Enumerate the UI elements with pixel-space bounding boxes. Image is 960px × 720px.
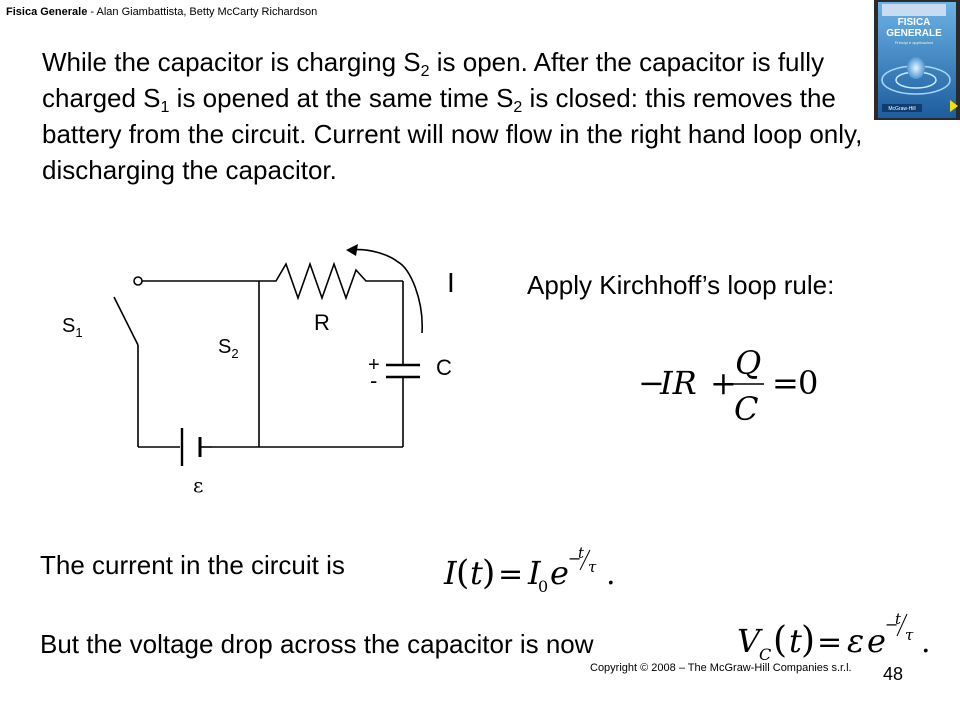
switch-s1-contact: [133, 276, 143, 286]
svg-text:.: .: [606, 557, 616, 592]
slide-header: Fisica Generale - Alan Giambattista, Bet…: [6, 6, 317, 18]
cover-title-1: FISICA: [898, 17, 931, 28]
label-minus: -: [370, 368, 377, 393]
svg-text:t: t: [789, 622, 802, 660]
svg-text:t: t: [895, 610, 902, 628]
svg-text:C: C: [734, 390, 758, 428]
cover-subtitle: Principi e applicazioni: [895, 40, 934, 45]
svg-text:(: (: [773, 620, 787, 661]
intro-paragraph: While the capacitor is charging S2 is op…: [42, 47, 863, 185]
svg-text:τ: τ: [588, 558, 597, 576]
svg-text:=: =: [498, 557, 523, 592]
svg-text:): ): [482, 553, 495, 593]
svg-text:(: (: [456, 553, 469, 593]
svg-text:I: I: [527, 554, 542, 592]
rc-circuit-diagram: S1 S2 R C + - I ε: [62, 244, 455, 497]
svg-text:IR: IR: [659, 364, 697, 402]
svg-text:t: t: [470, 554, 483, 592]
resistor-r: [268, 261, 403, 301]
play-arrow-icon: [950, 100, 958, 112]
current-arrow: [349, 248, 423, 334]
svg-text:e: e: [867, 622, 886, 660]
svg-text:e: e: [550, 554, 569, 592]
svg-text:0: 0: [798, 364, 818, 402]
svg-text:I: I: [443, 554, 458, 592]
current-label: The current in the circuit is: [40, 550, 345, 580]
label-current-i: I: [447, 267, 455, 298]
water-drop: [907, 57, 925, 79]
cover-title-2: GENERALE: [886, 28, 942, 39]
voltage-label: But the voltage drop across the capacito…: [40, 629, 594, 659]
cover-publisher: McGraw-Hill: [888, 106, 915, 112]
book-cover-image: FISICA GENERALE Principi e applicazioni …: [874, 0, 960, 120]
page-number: 48: [883, 664, 904, 684]
svg-text:Q: Q: [735, 344, 761, 382]
svg-text:t: t: [578, 544, 585, 562]
svg-text:τ: τ: [905, 626, 914, 644]
svg-text:−: −: [638, 364, 665, 402]
svg-text:=: =: [772, 364, 799, 402]
label-s1: S1: [62, 315, 83, 340]
svg-text:ε: ε: [847, 622, 864, 660]
label-emf: ε: [193, 473, 203, 497]
svg-text:−: −: [885, 615, 898, 634]
voltage-equation: V C ( t ) = ε e − t τ .: [737, 610, 931, 664]
copyright-notice: Copyright © 2008 – The McGraw-Hill Compa…: [590, 662, 852, 674]
svg-text:+: +: [710, 364, 737, 402]
svg-text:−: −: [568, 549, 581, 568]
label-plus: +: [368, 354, 380, 376]
current-arrowhead-icon: [346, 244, 358, 256]
svg-text:C: C: [759, 645, 771, 664]
svg-text:V: V: [737, 622, 763, 660]
kirchhoff-label: Apply Kirchhoff’s loop rule:: [527, 270, 835, 300]
label-s2: S2: [218, 336, 239, 361]
header-title-rest: - Alan Giambattista, Betty McCarty Richa…: [87, 6, 318, 18]
label-r: R: [314, 310, 330, 335]
current-equation: I ( t ) = I 0 e − t τ .: [443, 544, 616, 596]
switch-s1-blade: [113, 296, 139, 346]
header-title-bold: Fisica Generale: [6, 6, 88, 18]
kirchhoff-equation: − IR + Q C = 0: [638, 344, 818, 428]
svg-text:.: .: [921, 625, 931, 660]
svg-text:0: 0: [538, 577, 548, 596]
svg-text:=: =: [817, 625, 842, 660]
svg-text:): ): [801, 620, 815, 661]
label-c: C: [436, 355, 452, 380]
